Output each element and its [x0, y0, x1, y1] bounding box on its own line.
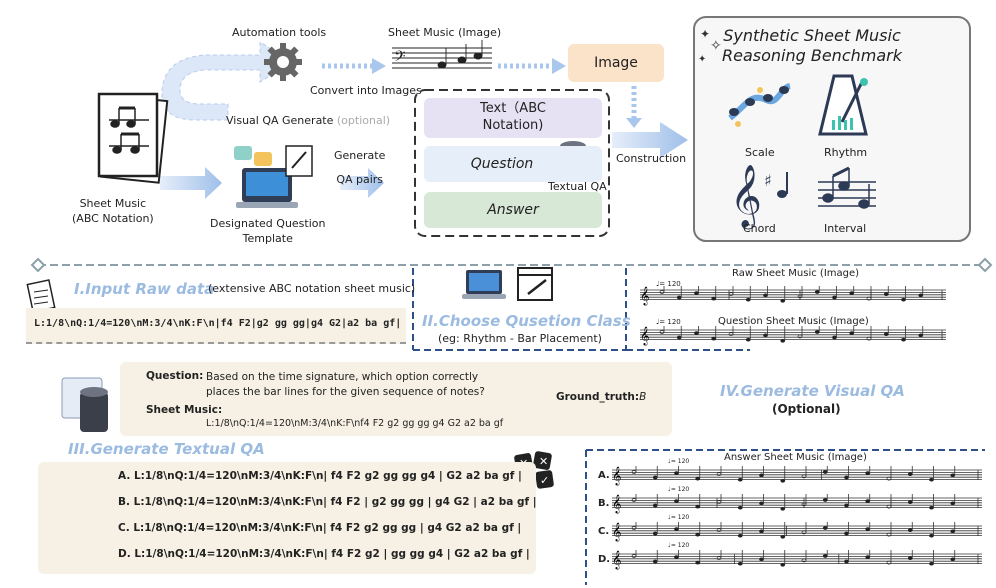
answer-staff-a: 𝄞 [612, 466, 982, 486]
rhythm-label: Rhythm [824, 146, 868, 159]
answer-staff-b: 𝄞 [612, 494, 982, 514]
section1-abc-box: L:1/8\nQ:1/4=120\nM:3/4\nK:F\n|f4 F2|g2 … [26, 308, 406, 344]
answer-tempo-b: ♩= 120 [668, 486, 690, 493]
arrow-construction [612, 122, 688, 158]
answer-tempo-d: ♩= 120 [668, 542, 690, 549]
section4-optional: (Optional) [772, 402, 841, 416]
metronome-icon [818, 74, 868, 136]
question-box: Question [424, 146, 602, 182]
answer-box: Answer [424, 192, 602, 228]
question-sheet-title: Question Sheet Music (Image) [718, 316, 869, 327]
answer-letter-b: B. [598, 498, 610, 509]
svg-text:♯: ♯ [764, 171, 772, 190]
question-label: Question: [146, 370, 204, 382]
music-document-icon [97, 92, 169, 184]
answer-staff-d: 𝄞 [612, 550, 982, 570]
answer-tempo-c: ♩= 120 [668, 514, 690, 521]
chord-label: Chord [743, 222, 776, 235]
svg-text:✦: ✦ [700, 27, 710, 41]
textual-qa-label: Textual QA [548, 180, 607, 193]
answer-letter-a: A. [598, 470, 610, 481]
svg-text:𝄞: 𝄞 [730, 164, 762, 230]
sheet-music-abc-label: Sheet Music (ABC Notation) [72, 197, 154, 226]
question-card [120, 362, 672, 436]
sheet-music-snippet: 𝄢 [392, 40, 492, 69]
database-icon-large [61, 377, 108, 432]
section4-title: IV.Generate Visual QA [720, 382, 905, 400]
raw-tempo: ♩= 120 [656, 280, 681, 288]
svg-text:𝄞: 𝄞 [612, 550, 621, 570]
qa-dashed-box [414, 89, 610, 237]
construction-label: Construction [616, 152, 687, 165]
image-box: Image [568, 44, 664, 82]
answer-sheet-title: Answer Sheet Music (Image) [724, 452, 867, 463]
question-staff: 𝄞 [640, 326, 946, 346]
section2-title: II.Choose Qusetion Class [422, 312, 631, 330]
answer-letter-c: C. [598, 526, 610, 537]
generate-qa-label: Generate QA pairs [334, 149, 386, 187]
gear-icon [264, 43, 302, 81]
section2-example: (eg: Rhythm - Bar Placement) [438, 332, 602, 345]
benchmark-title: Synthetic Sheet Music Reasoning Benchmar… [722, 26, 902, 65]
template-icons [234, 145, 313, 208]
svg-text:✕: ✕ [539, 455, 548, 468]
raw-staff: 𝄞 [640, 286, 946, 306]
raw-sheet-title: Raw Sheet Music (Image) [732, 268, 860, 279]
answer-staff-c: 𝄞 [612, 522, 982, 542]
question-abc: L:1/8\nQ:1/4=120\nM:3/4\nK:F\nf4 F2 g2 g… [206, 418, 504, 429]
sheet-music-label: Sheet Music: [146, 404, 223, 416]
section1-abc: L:1/8\nQ:1/4=120\nM:3/4\nK:F\n|f4 F2|g2 … [34, 318, 402, 329]
sparkle-icon: ✦✧✦ [698, 27, 722, 65]
ground-truth: Ground_truth:B [556, 391, 647, 403]
svg-text:✓: ✓ [540, 474, 549, 487]
svg-text:𝄞: 𝄞 [612, 466, 621, 486]
section1-desc: (extensive ABC notation sheet music) [208, 282, 416, 295]
svg-text:✦: ✦ [698, 54, 706, 65]
scale-icon [728, 83, 792, 127]
answer-letter-d: D. [598, 554, 611, 565]
text-box: Text（ABC Notation) [424, 98, 602, 138]
template-window-icon [517, 267, 553, 301]
interval-label: Interval [824, 222, 867, 235]
question-tempo: ♩= 120 [656, 318, 681, 326]
sheet-music-image-label: Sheet Music (Image) [388, 26, 502, 39]
options-card [38, 462, 536, 574]
option-c: C. L:1/8\nQ:1/4=120\nM:3/4\nK:F\n| f4 F2… [118, 522, 522, 534]
svg-text:𝄞: 𝄞 [612, 522, 621, 542]
option-a: A. L:1/8\nQ:1/4=120\nM:3/4\nK:F\n| f4 F2… [118, 470, 522, 482]
section3-title: III.Generate Textual QA [68, 440, 265, 458]
laptop-icon [462, 270, 506, 299]
interval-icon [818, 166, 876, 209]
svg-text:𝄞: 𝄞 [612, 494, 621, 514]
svg-text:𝄞: 𝄞 [640, 286, 649, 306]
answer-tempo-a: ♩= 120 [668, 458, 690, 465]
svg-text:𝄞: 𝄞 [640, 326, 649, 346]
svg-text:✧: ✧ [710, 38, 722, 54]
question-text: Based on the time signature, which optio… [206, 371, 485, 398]
chord-icon: 𝄞 ♯ [730, 164, 788, 230]
visual-qa-generate-label: Visual QA Generate (optional) [226, 114, 391, 127]
svg-text:𝄢: 𝄢 [394, 48, 406, 69]
option-b: B. L:1/8\nQ:1/4=120\nM:3/4\nK:F\n| f4 F2… [118, 496, 537, 508]
option-d: D. L:1/8\nQ:1/4=120\nM:3/4\nK:F\n| f4 F2… [118, 548, 530, 560]
automation-tools-label: Automation tools [232, 26, 327, 39]
convert-label: Convert into Images [310, 84, 422, 97]
section1-title: I.Input Raw data [74, 280, 215, 298]
arrow-abc-to-template [160, 167, 222, 199]
designated-template-label: Designated Question Template [210, 217, 326, 246]
arrow-to-qa [340, 168, 384, 198]
scale-label: Scale [745, 146, 775, 159]
